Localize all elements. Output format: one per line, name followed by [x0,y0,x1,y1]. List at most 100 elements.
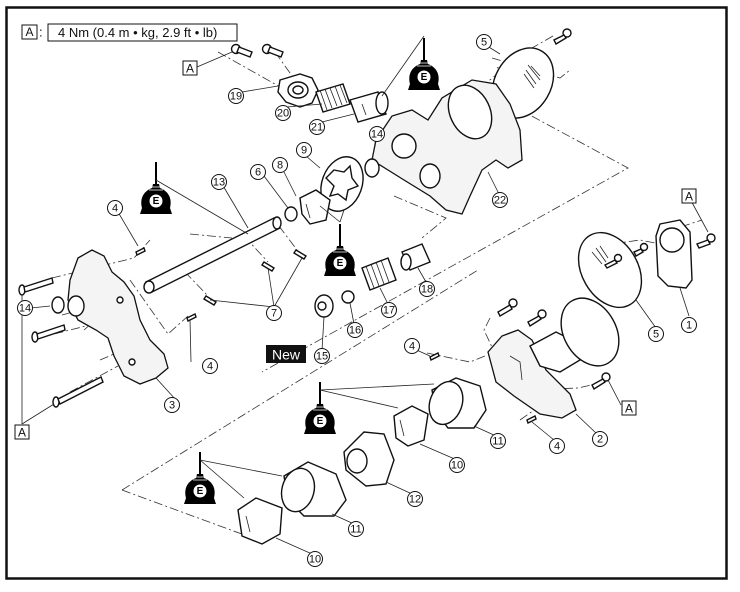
callout-circle [228,88,244,104]
callout-12: 12 [407,491,423,507]
part-14-oring-right [364,158,380,178]
bolt-housing-mid [31,324,66,343]
callout-17: 17 [381,302,397,318]
callout-number: 10 [451,460,463,472]
callout-1: 1 [681,317,697,333]
callout-8: 8 [272,157,288,173]
callout-4: 4 [549,438,565,454]
part-5-cover-lower [577,231,643,309]
part-19-cover [277,73,319,108]
legend-colon: : [39,25,43,40]
bolt-5-top [553,28,572,45]
callout-circle [592,431,608,447]
bolt-top-mid [261,43,284,58]
callout-circle [681,317,697,333]
callout-circle [407,491,423,507]
leader-lines [21,43,709,555]
callout-circle [314,348,330,364]
callout-4: 4 [404,338,420,354]
oil-symbol-letter: E [153,196,160,207]
callout-circle [307,551,323,567]
part-6-washer [284,206,298,222]
part-16-ball [341,290,355,304]
callout-11: 11 [490,433,506,449]
torque-marker-label: A [625,402,633,416]
callout-circle [211,174,227,190]
oil-symbol-letter: E [421,72,428,83]
callout-number: 2 [597,434,603,446]
callout-circle [449,457,465,473]
callout-number: 4 [554,441,560,453]
part-4-pins [135,247,537,424]
torque-marker-label: A [18,426,26,440]
torque-marker-a: A [182,60,198,76]
part-9-rotor [320,156,364,212]
callout-7: 7 [266,305,282,321]
callout-20: 20 [275,105,291,121]
callout-number: 9 [301,145,307,157]
callout-number: 20 [277,108,289,120]
callout-circle [404,338,420,354]
part-18-sleeve [400,243,431,271]
callout-2: 2 [592,431,608,447]
callout-14: 14 [17,300,33,316]
callout-circle [549,438,565,454]
callout-circle [107,200,123,216]
callout-number: 16 [349,325,361,337]
callout-22: 22 [492,192,508,208]
callout-number: 6 [255,167,261,179]
callout-number: 4 [112,203,118,215]
callout-number: 14 [19,303,31,315]
callout-19: 19 [228,88,244,104]
callout-number: 21 [311,122,323,134]
callout-11: 11 [348,521,364,537]
torque-marker-box [182,60,198,76]
callout-circle [492,192,508,208]
torque-spec-box [47,23,238,42]
torque-key-box [21,24,38,40]
part-11-outer-rotor-upper [428,377,487,429]
torque-marker-box [681,188,697,204]
torque-legend: A : 4 Nm (0.4 m • kg, 2.9 ft • lb) [21,23,238,42]
torque-marker-box [14,424,30,440]
callout-5: 5 [648,326,664,342]
callout-circle [266,305,282,321]
callout-6: 6 [250,164,266,180]
callout-number: 12 [409,494,421,506]
callout-circle [164,397,180,413]
callout-circle [419,281,435,297]
callout-circle [309,119,325,135]
callout-4: 4 [202,358,218,374]
part-callouts: 1234444556789101011111213141415161718192… [17,34,697,567]
part-13-shaft [143,216,282,294]
callout-number: 13 [213,177,225,189]
callout-number: 22 [494,195,506,207]
callout-number: 17 [383,305,395,317]
torque-marker-a: A [14,424,30,440]
bolt-housing-lower [52,376,104,408]
torque-marker-a: A [681,188,697,204]
callout-10: 10 [449,457,465,473]
callout-number: 14 [371,129,383,141]
callout-circle [296,142,312,158]
torque-marker-label: A [685,190,693,204]
callout-number: 1 [686,320,692,332]
part-20-spring [315,83,351,113]
callout-number: 18 [421,284,433,296]
engine-oil-icon: E [304,382,336,434]
callout-14: 14 [369,126,385,142]
part-12-rotor-plate [343,431,395,487]
callout-circle [17,300,33,316]
part-10-inner-rotor-upper [393,405,429,447]
lubricant-arrows [155,35,435,499]
callout-circle [202,358,218,374]
part-21-valve [349,91,389,123]
callout-number: 4 [409,341,415,353]
callout-number: 10 [309,554,321,566]
bolt-top-left [230,43,253,58]
callout-number: 5 [653,329,659,341]
part-10-inner-rotor-lower [237,497,283,545]
callout-number: 11 [350,524,361,536]
